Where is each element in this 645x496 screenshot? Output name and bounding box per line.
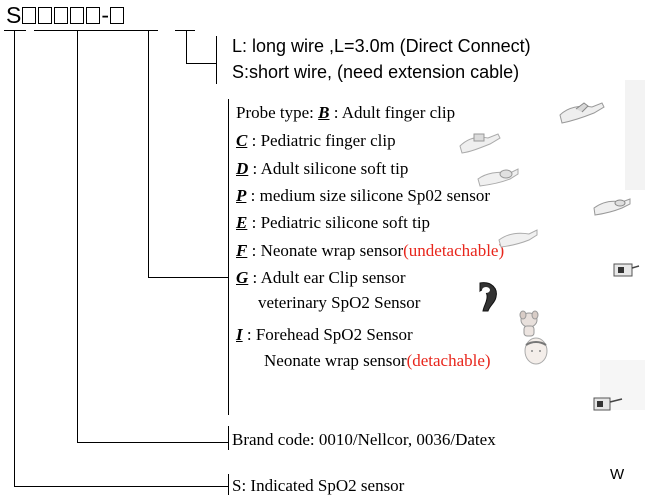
underline-brand: [34, 30, 140, 31]
clipped-text: W: [610, 466, 625, 483]
soft-tip-icon: [477, 168, 519, 187]
probe-item-d: D : Adult silicone soft tip: [236, 159, 408, 179]
probe-item-g: G : Adult ear Clip sensor: [236, 268, 406, 288]
probe-code: D: [236, 159, 249, 178]
probe-text: : Pediatric finger clip: [247, 131, 396, 150]
probe-text: : Pediatric silicone soft tip: [247, 213, 431, 232]
probe-code: G: [236, 268, 249, 287]
indicated-sensor-label: S: Indicated SpO2 sensor: [232, 476, 405, 495]
underline-prefix: [4, 30, 26, 31]
probe-item-veterinary: veterinary SpO2 Sensor: [258, 293, 420, 313]
probe-code: I: [236, 325, 243, 344]
probe-code: B: [318, 103, 330, 122]
probe-code: F: [236, 241, 248, 260]
bracket-indicated: [228, 474, 229, 495]
probe-text: : Neonate wrap sensor: [247, 241, 404, 260]
leader-brand-horizontal: [77, 442, 228, 443]
code-box-5: [86, 7, 101, 24]
probe-item-p: P : medium size silicone Sp02 sensor: [236, 186, 490, 206]
probe-item-c: C : Pediatric finger clip: [236, 131, 396, 151]
background-panel: [625, 80, 645, 190]
probe-note: (undetachable): [403, 241, 505, 260]
leader-brand: [77, 30, 78, 443]
veterinary-icon: [519, 310, 539, 337]
leader-probe-horizontal: [148, 277, 228, 278]
probe-note: (detachable): [406, 351, 491, 370]
brand-code-label: Brand code: 0010/Nellcor, 0036/Datex: [232, 430, 496, 449]
finger-clip-icon: [559, 102, 605, 124]
medium-sensor-icon: [593, 198, 631, 216]
code-hyphen: -: [101, 2, 110, 28]
code-box-6: [110, 7, 125, 24]
probe-item-e: E : Pediatric silicone soft tip: [236, 213, 430, 233]
bracket-brand: [228, 426, 229, 450]
leader-wire-horizontal: [186, 63, 216, 64]
probe-text: Neonate wrap sensor: [264, 351, 407, 370]
leader-prefix-horizontal: [14, 486, 228, 487]
bracket-probe: [228, 99, 229, 415]
neonate-wrap-icon: [613, 263, 640, 277]
probe-text: : medium size silicone Sp02 sensor: [246, 186, 491, 205]
ear-clip-icon: [479, 282, 497, 312]
code-box-4: [70, 7, 85, 24]
code-box-1: [22, 7, 37, 24]
wire-long-label: L: long wire ,L=3.0m (Direct Connect): [232, 36, 531, 56]
model-code: S-: [6, 2, 125, 29]
probe-code: E: [236, 213, 248, 232]
wire-short-label: S:short wire, (need extension cable): [232, 62, 520, 82]
probe-text: : Adult silicone soft tip: [248, 159, 409, 178]
leader-wire: [186, 30, 187, 64]
probe-item-f: F : Neonate wrap sensor(undetachable): [236, 241, 504, 261]
forehead-sensor-icon: [524, 337, 548, 365]
probe-code: C: [236, 131, 248, 150]
pediatric-tip-icon: [498, 229, 538, 248]
code-prefix: S: [6, 2, 22, 28]
neonate-detachable-icon: [593, 397, 623, 411]
probe-item-b: Probe type: B : Adult finger clip: [236, 103, 455, 123]
probe-text: veterinary SpO2 Sensor: [258, 293, 421, 312]
leader-prefix: [14, 30, 15, 487]
probe-text: : Adult finger clip: [329, 103, 456, 122]
probe-code: P: [236, 186, 247, 205]
probe-text: : Forehead SpO2 Sensor: [242, 325, 413, 344]
probe-heading: Probe type:: [236, 103, 319, 122]
probe-text: : Adult ear Clip sensor: [248, 268, 406, 287]
leader-probe: [148, 30, 149, 278]
underline-probe: [136, 30, 158, 31]
bracket-wire: [216, 36, 217, 84]
probe-item-neonate-detachable: Neonate wrap sensor(detachable): [264, 351, 491, 371]
underline-wire: [175, 30, 195, 31]
pediatric-clip-icon: [459, 133, 501, 154]
code-box-3: [54, 7, 69, 24]
code-box-2: [38, 7, 53, 24]
probe-item-i: I : Forehead SpO2 Sensor: [236, 325, 413, 345]
